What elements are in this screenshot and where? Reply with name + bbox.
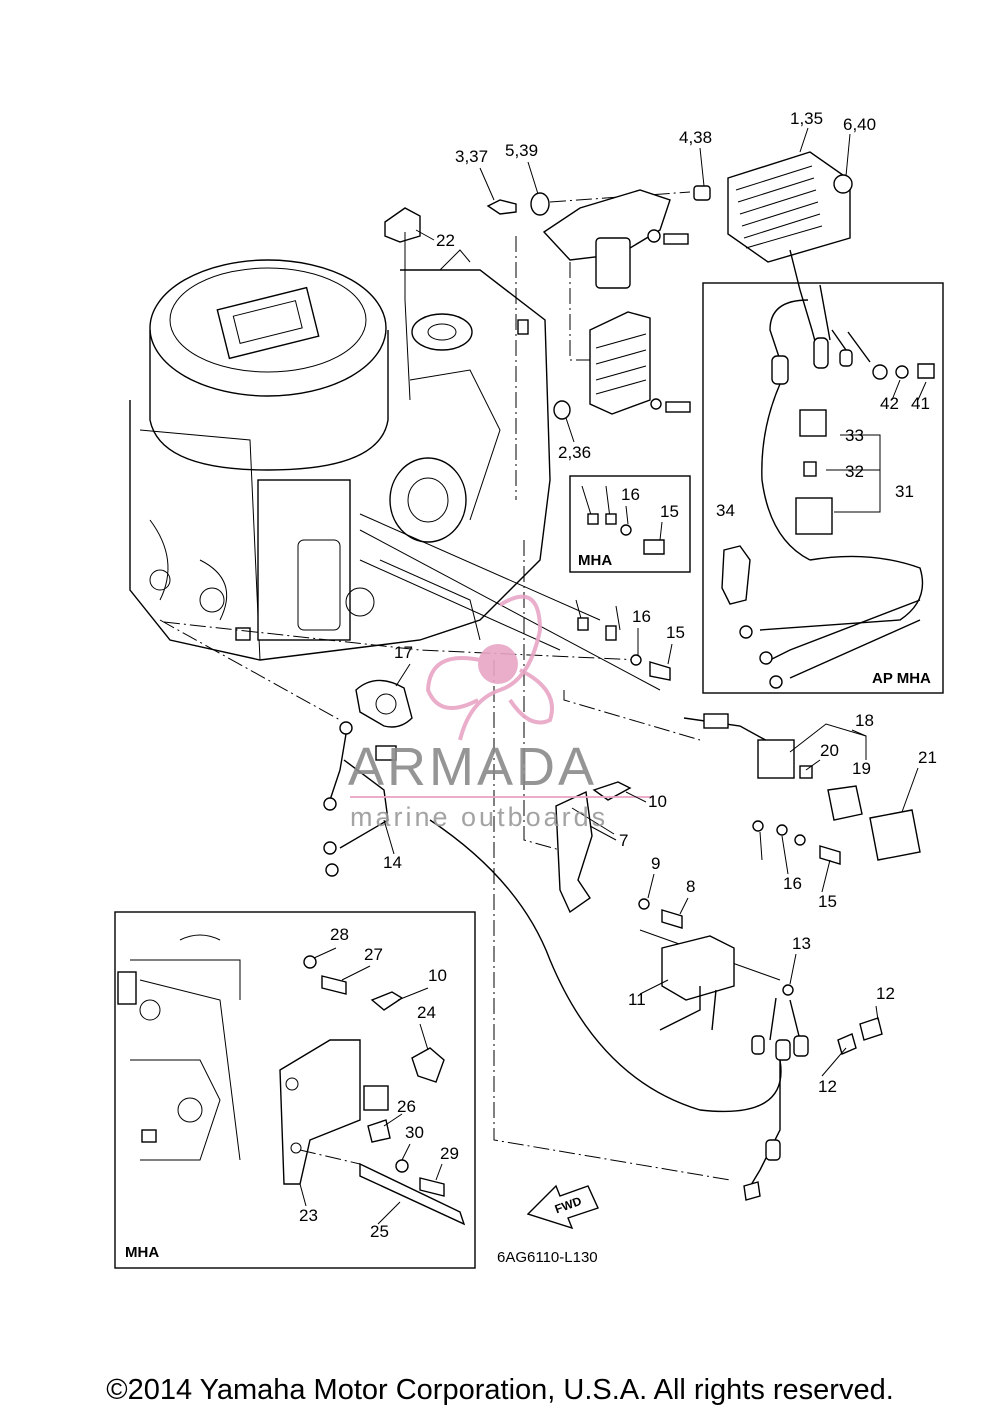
callout-3-37: 3,37 bbox=[455, 147, 488, 166]
parts-10-7-bracket bbox=[555, 781, 632, 914]
callout-10b: 10 bbox=[428, 966, 447, 985]
parts-8-9-15-16 bbox=[638, 820, 841, 929]
callout-10a: 10 bbox=[648, 792, 667, 811]
callout-28: 28 bbox=[330, 925, 349, 944]
inset-label-mha-small: MHA bbox=[578, 552, 612, 569]
inset-label-mha-large: MHA bbox=[125, 1244, 159, 1261]
callout-16b: 16 bbox=[632, 607, 651, 626]
callout-2-36: 2,36 bbox=[558, 443, 591, 462]
leader-lines bbox=[159, 513, 782, 1181]
callout-21: 21 bbox=[918, 748, 937, 767]
callout-13: 13 bbox=[792, 934, 811, 953]
callout-31: 31 bbox=[895, 482, 914, 501]
diagram-code: 6AG6110-L130 bbox=[497, 1249, 598, 1266]
inset-mha-small bbox=[569, 475, 691, 573]
inset-ap-mha bbox=[702, 282, 944, 694]
watermark-logo: ARMADA marine outboards bbox=[348, 594, 654, 832]
callout-30: 30 bbox=[405, 1123, 424, 1142]
callout-1-35: 1,35 bbox=[790, 109, 823, 128]
callout-15a: 15 bbox=[660, 502, 679, 521]
callout-labels: 1,35 6,40 4,38 5,39 3,37 22 2,36 42 41 3… bbox=[299, 109, 937, 1241]
callout-12b: 12 bbox=[818, 1077, 837, 1096]
callout-34: 34 bbox=[716, 501, 735, 520]
callout-14: 14 bbox=[383, 853, 402, 872]
callout-4-38: 4,38 bbox=[679, 128, 712, 147]
callout-15b: 15 bbox=[666, 623, 685, 642]
rectifier-regulator bbox=[486, 151, 853, 500]
callout-24: 24 bbox=[417, 1003, 436, 1022]
callout-18: 18 bbox=[855, 711, 874, 730]
callout-15c: 15 bbox=[818, 892, 837, 911]
watermark-brand: ARMADA bbox=[348, 737, 597, 797]
callout-33: 33 bbox=[845, 426, 864, 445]
callout-leaders bbox=[299, 127, 927, 1225]
callout-5-39: 5,39 bbox=[505, 141, 538, 160]
callout-22: 22 bbox=[436, 231, 455, 250]
callout-29: 29 bbox=[440, 1144, 459, 1163]
callout-42: 42 bbox=[880, 394, 899, 413]
callout-25: 25 bbox=[370, 1222, 389, 1241]
callout-20: 20 bbox=[820, 741, 839, 760]
callout-9: 9 bbox=[651, 854, 660, 873]
parts-11-12-13 bbox=[659, 935, 883, 1201]
callout-19: 19 bbox=[852, 759, 871, 778]
callout-8: 8 bbox=[686, 877, 695, 896]
callout-41: 41 bbox=[911, 394, 930, 413]
callout-11: 11 bbox=[628, 990, 646, 1009]
part-22-clip bbox=[384, 207, 421, 401]
inset-mha-large bbox=[114, 911, 476, 1269]
watermark-tagline: marine outboards bbox=[350, 802, 608, 832]
callout-7: 7 bbox=[619, 831, 628, 850]
callout-17: 17 bbox=[394, 643, 413, 662]
callout-23: 23 bbox=[299, 1206, 318, 1225]
callout-27: 27 bbox=[364, 945, 383, 964]
engine-block bbox=[129, 249, 551, 661]
part-17-clamp bbox=[355, 679, 413, 728]
callout-6-40: 6,40 bbox=[843, 115, 876, 134]
callout-16c: 16 bbox=[783, 874, 802, 893]
callout-26: 26 bbox=[397, 1097, 416, 1116]
part-14-harness bbox=[323, 721, 397, 877]
callout-32: 32 bbox=[845, 462, 864, 481]
terminal-set-mid bbox=[575, 599, 671, 681]
callout-16a: 16 bbox=[621, 485, 640, 504]
parts-18-21 bbox=[683, 713, 921, 861]
fwd-arrow-icon: FWD bbox=[526, 1184, 599, 1230]
inset-label-ap-mha: AP MHA bbox=[872, 670, 931, 687]
copyright-notice: ©2014 Yamaha Motor Corporation, U.S.A. A… bbox=[106, 1374, 894, 1406]
callout-12a: 12 bbox=[876, 984, 895, 1003]
